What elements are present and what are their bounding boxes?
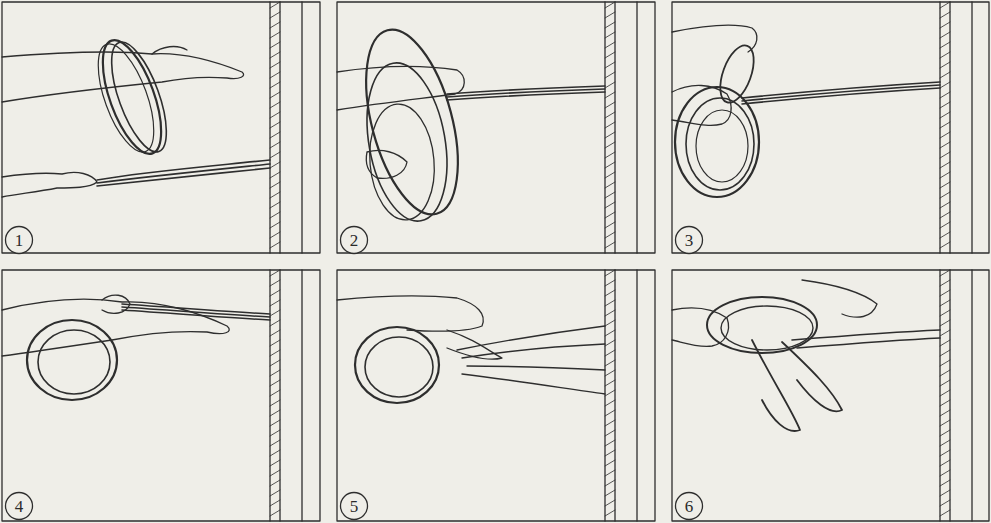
step-drawing	[337, 2, 637, 253]
callout-circle: 4	[4, 491, 34, 521]
callout-circle: 1	[4, 225, 34, 255]
callout-circle: 3	[674, 225, 704, 255]
callout-number: 5	[350, 498, 359, 515]
callout-circle: 2	[339, 225, 369, 255]
panel-frame	[337, 2, 655, 253]
panel-frame	[672, 270, 989, 521]
step-drawing	[2, 2, 302, 253]
callout-number: 6	[685, 498, 694, 515]
callout-number: 1	[15, 232, 24, 249]
panel-frame	[2, 270, 320, 521]
step-drawing	[337, 270, 637, 521]
callout-number: 4	[15, 498, 24, 515]
callout-circle: 5	[339, 491, 369, 521]
panel-frame	[337, 270, 655, 521]
panel-frame	[672, 2, 989, 253]
step-drawing	[672, 2, 972, 253]
callout-number: 2	[350, 232, 359, 249]
step-drawing	[672, 270, 972, 521]
callout-circle: 6	[674, 491, 704, 521]
callout-number: 3	[685, 232, 694, 249]
step-drawing	[2, 270, 302, 521]
panel-frame	[2, 2, 320, 253]
